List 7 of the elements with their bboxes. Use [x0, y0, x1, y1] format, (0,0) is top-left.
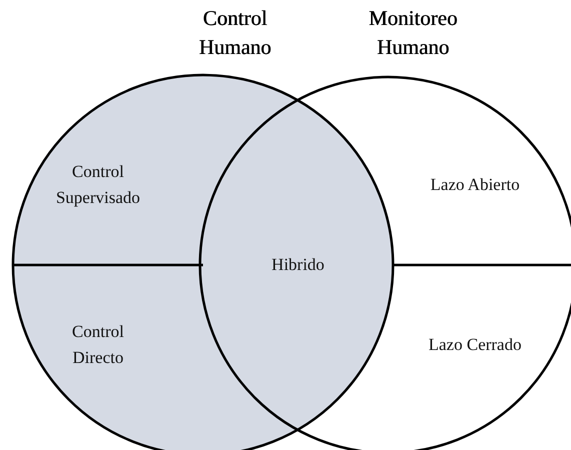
region-label: Lazo Cerrado [425, 332, 525, 358]
region-label: Control Supervisado [48, 159, 148, 211]
circle-heading: Monitoreo Humano [368, 5, 458, 61]
region-label: Control Directo [48, 319, 148, 371]
circle-heading: Control Humano [198, 5, 272, 61]
region-label: Lazo Abierto [425, 172, 525, 198]
region-label: Hibrido [248, 252, 348, 278]
